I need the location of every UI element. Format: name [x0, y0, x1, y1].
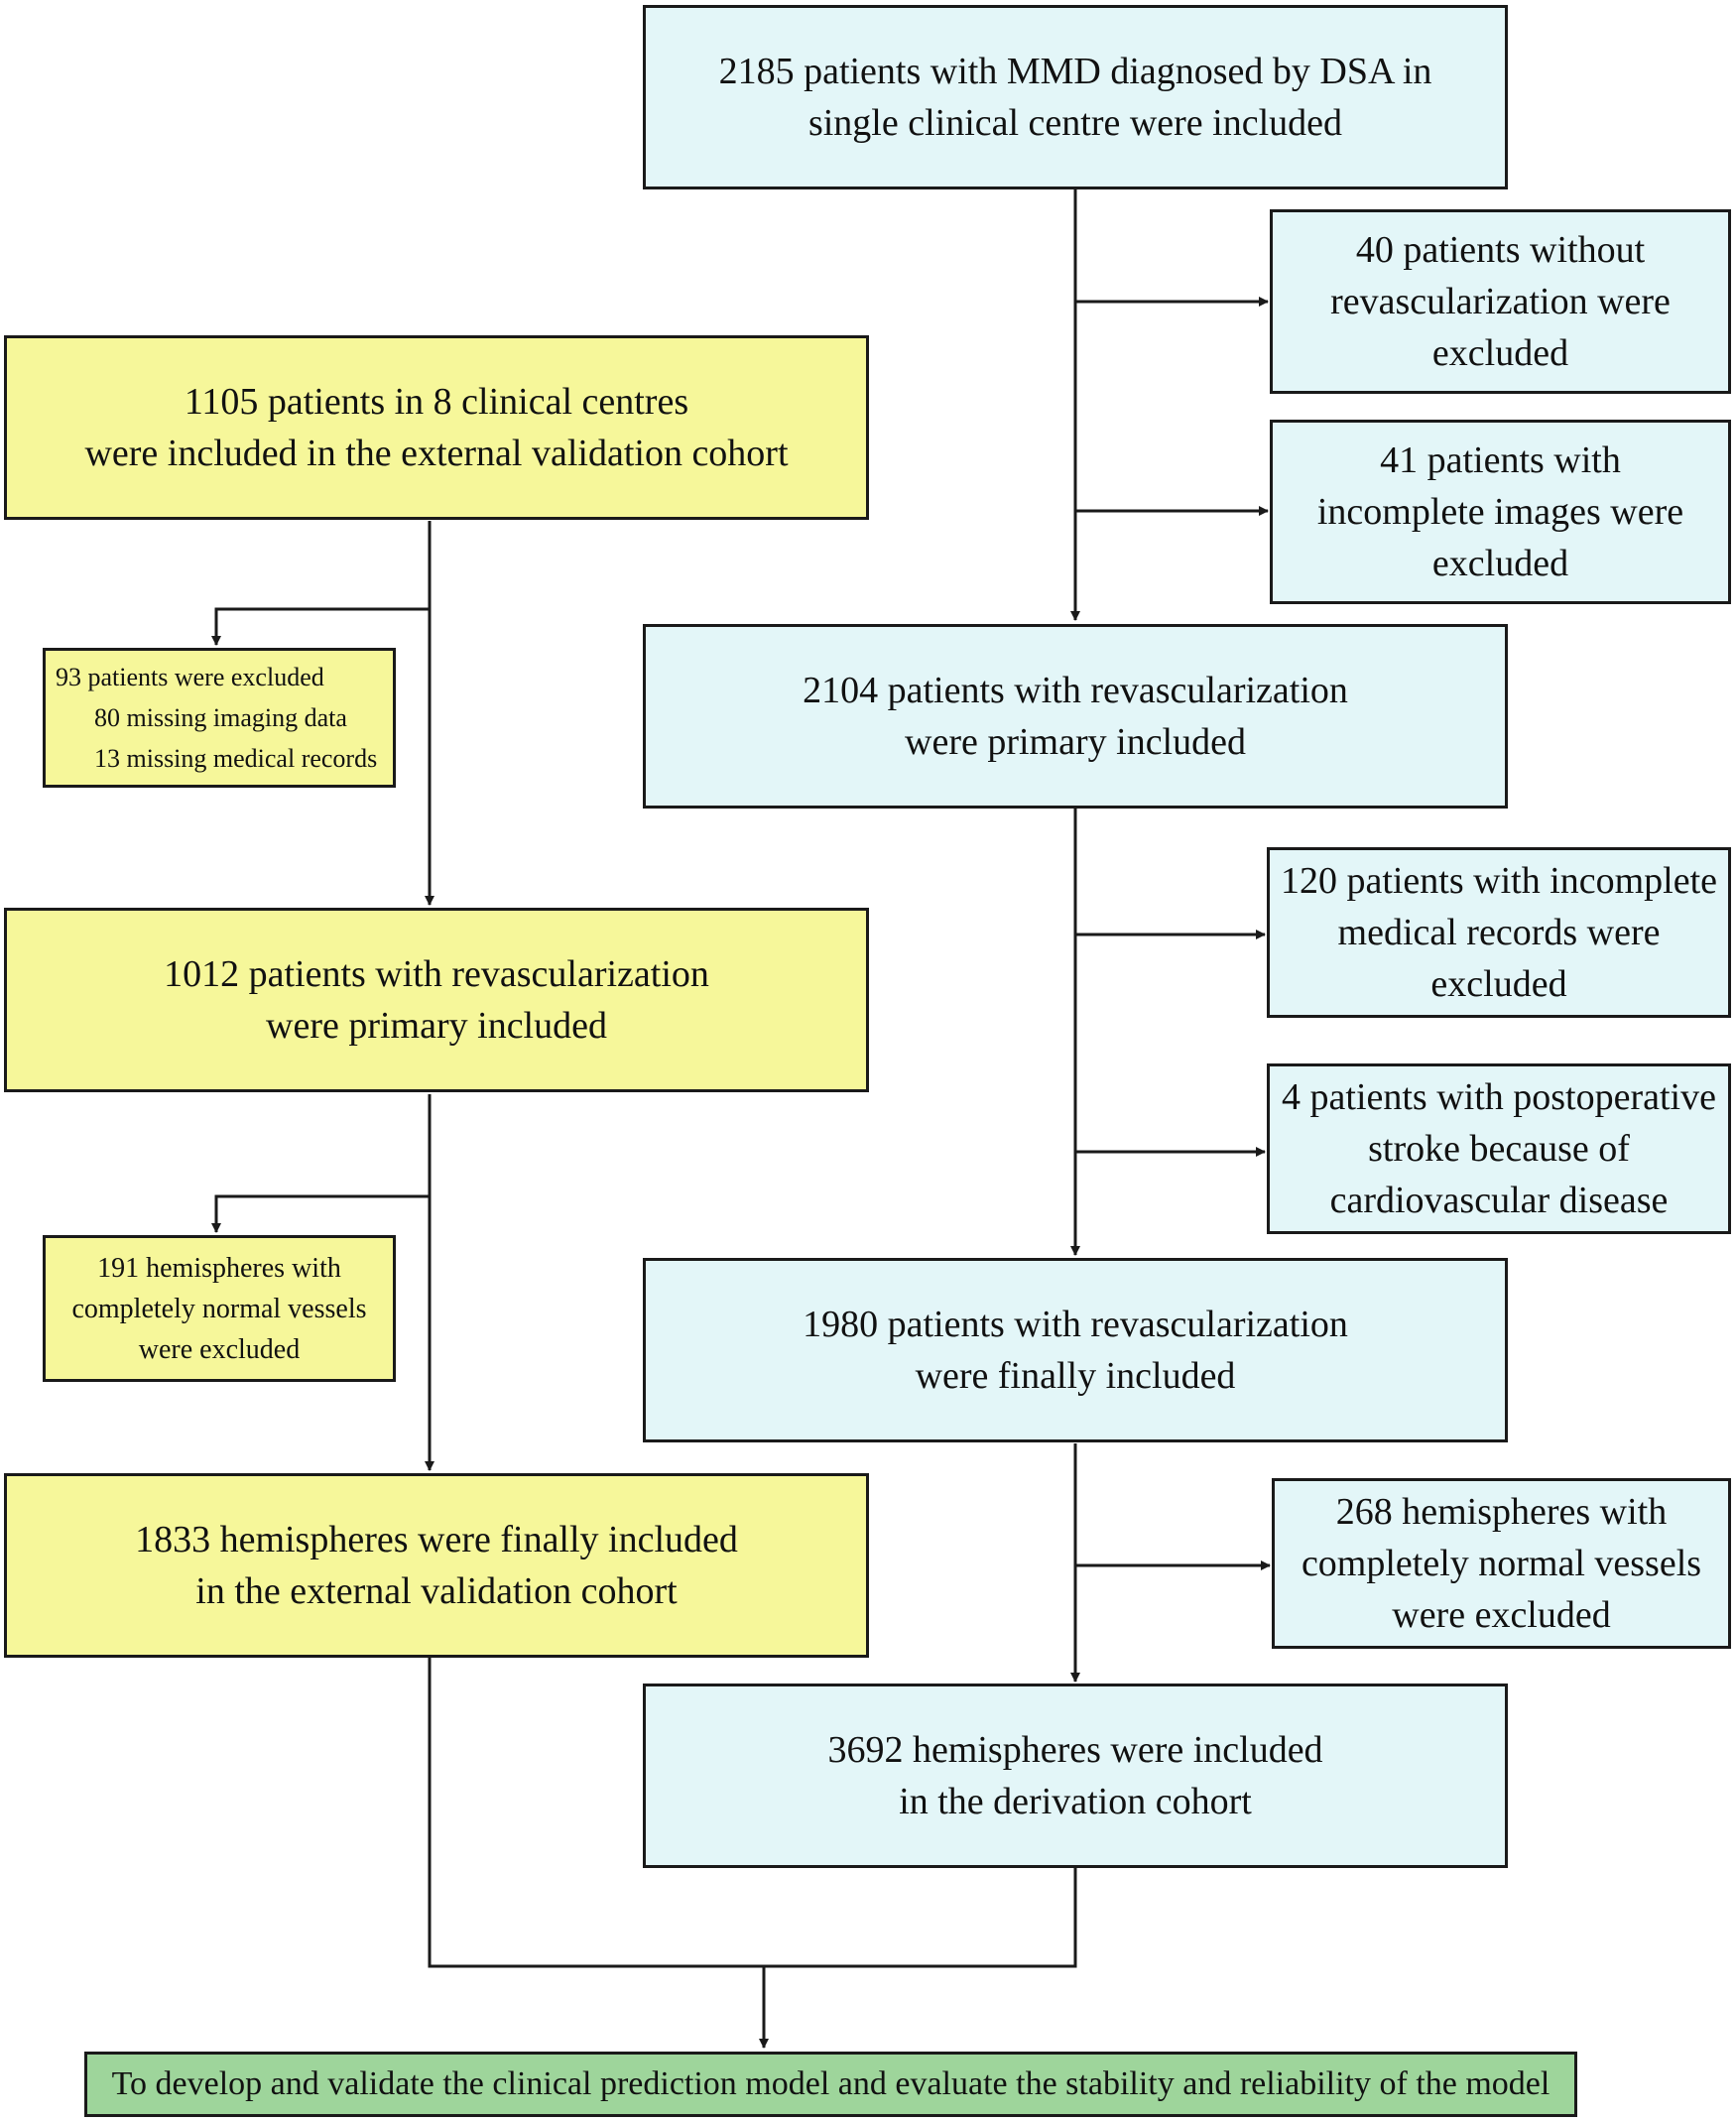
- validation-excl-normal-text: 191 hemispheres with completely normal v…: [71, 1252, 367, 1365]
- arrow-to-validation-excluded: [211, 607, 430, 646]
- validation-cohort-box: 1833 hemispheres were finally included i…: [4, 1473, 869, 1658]
- derivation-excl-no-revasc-box: 40 patients without revascularization we…: [1270, 209, 1731, 394]
- outcome-box: To develop and validate the clinical pre…: [84, 2052, 1577, 2117]
- derivation-primary-text: 2104 patients with revascularization wer…: [803, 670, 1348, 763]
- validation-primary-box: 1012 patients with revascularization wer…: [4, 908, 869, 1092]
- validation-excluded-text: 93 patients were excluded 80 missing ima…: [56, 663, 378, 773]
- arrow-to-validation-excl-normal: [211, 1194, 430, 1233]
- outcome-text: To develop and validate the clinical pre…: [111, 2065, 1550, 2102]
- derivation-excl-normal-box: 268 hemispheres with completely normal v…: [1272, 1478, 1731, 1649]
- validation-start-text: 1105 patients in 8 clinical centres were…: [84, 381, 789, 474]
- derivation-excl-no-revasc-text: 40 patients without revascularization we…: [1330, 229, 1671, 374]
- derivation-excl-incomplete-images-box: 41 patients with incomplete images were …: [1270, 420, 1731, 604]
- validation-cohort-text: 1833 hemispheres were finally included i…: [135, 1519, 738, 1612]
- merge-line: [428, 1658, 1077, 1968]
- validation-start-box: 1105 patients in 8 clinical centres were…: [4, 335, 869, 520]
- derivation-cohort-box: 3692 hemispheres were included in the de…: [643, 1684, 1508, 1868]
- derivation-start-box: 2185 patients with MMD diagnosed by DSA …: [643, 5, 1508, 189]
- derivation-final-patients-text: 1980 patients with revascularization wer…: [803, 1304, 1348, 1397]
- derivation-excl-incomplete-images-text: 41 patients with incomplete images were …: [1316, 439, 1684, 584]
- validation-excl-normal-box: 191 hemispheres with completely normal v…: [43, 1235, 396, 1382]
- derivation-final-patients-box: 1980 patients with revascularization wer…: [643, 1258, 1508, 1442]
- derivation-primary-box: 2104 patients with revascularization wer…: [643, 624, 1508, 809]
- derivation-excl-incomplete-records-text: 120 patients with incomplete medical rec…: [1280, 860, 1718, 1005]
- derivation-excl-stroke-box: 4 patients with postoperative stroke bec…: [1267, 1063, 1731, 1234]
- derivation-excl-stroke-text: 4 patients with postoperative stroke bec…: [1282, 1076, 1716, 1221]
- derivation-excl-incomplete-records-box: 120 patients with incomplete medical rec…: [1267, 847, 1731, 1018]
- validation-excluded-box: 93 patients were excluded 80 missing ima…: [43, 648, 396, 788]
- derivation-excl-normal-text: 268 hemispheres with completely normal v…: [1301, 1491, 1702, 1636]
- derivation-cohort-text: 3692 hemispheres were included in the de…: [827, 1729, 1323, 1822]
- validation-primary-text: 1012 patients with revascularization wer…: [164, 953, 709, 1047]
- derivation-start-text: 2185 patients with MMD diagnosed by DSA …: [718, 51, 1432, 144]
